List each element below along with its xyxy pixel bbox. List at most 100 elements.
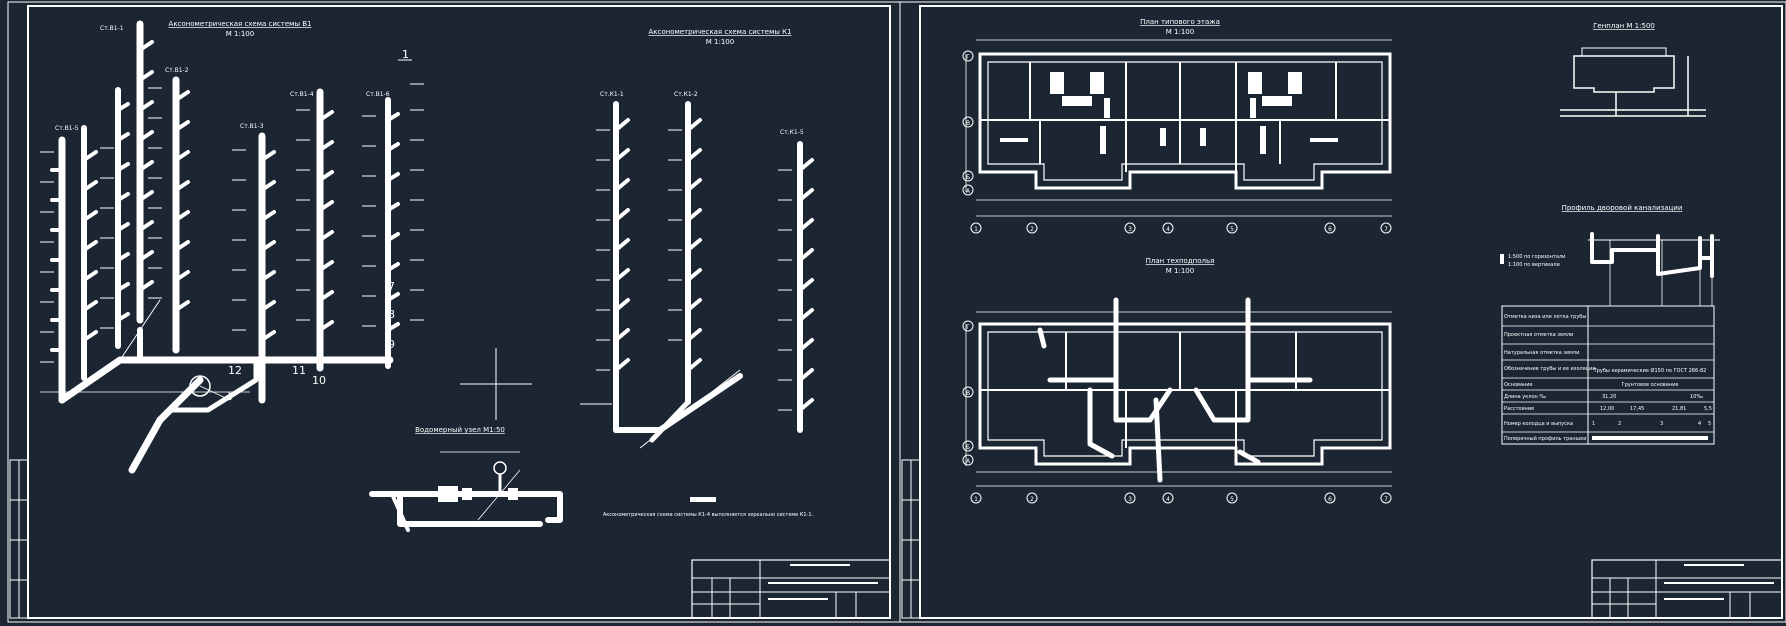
svg-text:4: 4 <box>1166 496 1170 503</box>
sheet2-outer-border <box>899 1 1786 623</box>
b1-riser-group: Ст.В1-5 Ст.В1-1 Ст.В1-2 Ст.В1-3 Ст.В1-4 … <box>40 20 424 474</box>
table-row-label: Отметка низа или лотка трубы <box>1504 314 1586 320</box>
sheet2-margin-stamp <box>901 459 921 619</box>
profile-sewer: Профиль дворовой канализации 1:500 по го… <box>1500 204 1720 445</box>
well-number: 2 <box>1618 421 1621 427</box>
trench-profile-bar <box>1592 436 1708 440</box>
floor-branches <box>50 40 400 352</box>
svg-text:А: А <box>966 188 971 195</box>
svg-text:7: 7 <box>1384 226 1388 233</box>
svg-text:В: В <box>966 390 970 397</box>
water-meter-node: Водомерный узел М1:50 <box>369 426 563 532</box>
riser-label: Ст.В1-1 <box>100 25 124 32</box>
node-label: 9 <box>388 338 395 351</box>
riser-label: Ст.В1-2 <box>165 67 189 74</box>
profile-table <box>1501 305 1715 445</box>
sanitary-fixtures <box>1000 72 1338 154</box>
elevation-marks <box>596 129 792 411</box>
sheet1-frame <box>27 5 891 619</box>
note-heading-mark <box>690 497 716 502</box>
node-label: 8 <box>388 308 395 321</box>
dimension-lines <box>965 39 1392 217</box>
svg-text:5: 5 <box>1230 496 1234 503</box>
scale-plan-basement: М 1:100 <box>1166 267 1194 275</box>
plan-basement: План техподполья М 1:100 <box>962 257 1392 504</box>
main-distribution-pipe <box>58 356 394 404</box>
note-text: Аксонометрическая схема системы К1-4 вып… <box>603 512 814 518</box>
svg-text:4: 4 <box>1166 226 1170 233</box>
svg-text:3: 3 <box>1128 496 1132 503</box>
sheet1-title-block <box>691 559 891 619</box>
riser-label: Ст.В1-4 <box>290 91 314 98</box>
plan-typical-floor: План типового этажа М 1:100 <box>962 18 1392 234</box>
title-profile: Профиль дворовой канализации <box>1562 204 1683 212</box>
riser-label: Ст.К1-5 <box>780 129 804 136</box>
svg-text:6: 6 <box>1328 496 1332 503</box>
sheet-2: План типового этажа М 1:100 <box>899 1 1786 623</box>
svg-text:Г: Г <box>966 324 970 331</box>
table-row-label: Натуральная отметка земли <box>1504 350 1579 356</box>
table-row-label: Проектная отметка земли <box>1504 332 1573 338</box>
table-row-label: Номер колодца и выпуска <box>1504 421 1573 427</box>
k1-riser-group: Ст.К1-1 Ст.К1-2 Ст.К1-5 <box>580 91 814 449</box>
svg-text:Б: Б <box>966 174 970 181</box>
genplan: Генплан М 1:500 <box>1560 22 1706 117</box>
well-number: 3 <box>1660 421 1663 427</box>
svg-text:Б: Б <box>966 444 970 451</box>
title-plan-typical: План типового этажа <box>1140 18 1220 26</box>
table-row-label: Основание <box>1504 382 1533 388</box>
inlet-pipe <box>128 376 204 474</box>
well-number: 4 <box>1698 421 1701 427</box>
svg-text:5: 5 <box>1230 226 1234 233</box>
gauge-icon <box>493 461 507 475</box>
title-node: Водомерный узел М1:50 <box>415 426 505 434</box>
sheet2-frame <box>919 5 1783 619</box>
svg-text:1: 1 <box>974 496 978 503</box>
valve-icon <box>462 488 472 500</box>
elevation-marks <box>40 59 424 363</box>
node-label: 7 <box>388 280 395 293</box>
distance-value: 17,45 <box>1630 406 1644 412</box>
distance-value: 21,81 <box>1672 406 1686 412</box>
svg-text:7: 7 <box>1384 496 1388 503</box>
well-number: 1 <box>1592 421 1595 427</box>
basement-pipes <box>1037 297 1313 483</box>
profile-scale-h: 1:500 по горизонтали <box>1508 254 1565 260</box>
node-label: У <box>228 390 235 403</box>
title-plan-basement: План техподполья <box>1146 257 1215 265</box>
scale-k1: М 1:100 <box>706 38 734 46</box>
riser-label: Ст.К1-1 <box>600 91 624 98</box>
table-row-label: Расстояние <box>1504 406 1534 412</box>
riser-label: Ст.В1-6 <box>366 91 390 98</box>
profile-scale-v: 1:100 по вертикали <box>1508 262 1560 268</box>
node-callout-circle <box>189 375 211 397</box>
svg-text:2: 2 <box>1030 226 1034 233</box>
table-row-label: Обозначение трубы и ее изоляции <box>1504 366 1596 372</box>
scale-plan-typical: М 1:100 <box>1166 28 1194 36</box>
svg-text:3: 3 <box>1128 226 1132 233</box>
sheet1-margin-stamp <box>9 459 29 619</box>
slope-value: 10‰ <box>1690 394 1703 400</box>
sheet-1: Аксонометрическая схема системы В1 М 1:1… <box>7 1 901 623</box>
axis-markers: Г В Б А 1 2 3 4 5 6 7 <box>962 50 1392 234</box>
inlet-branch <box>169 357 259 413</box>
node-label: 10 <box>312 374 326 387</box>
crosshair-cursor-icon <box>460 348 532 420</box>
title-genplan: Генплан М 1:500 <box>1593 22 1655 30</box>
svg-text:6: 6 <box>1328 226 1332 233</box>
svg-text:2: 2 <box>1030 496 1034 503</box>
distance-value: 12,00 <box>1600 406 1614 412</box>
table-row-label: Длина уклон ‰ <box>1504 394 1546 400</box>
meter-icon <box>438 486 458 502</box>
length-value: 31,20 <box>1602 394 1616 400</box>
axis-markers: Г В Б А 1 2 3 4 5 6 7 <box>962 320 1392 504</box>
pipe-spec: Трубы керамические Ø150 по ГОСТ 286-82 <box>1593 367 1707 374</box>
node-label: 11 <box>292 364 306 377</box>
svg-text:Г: Г <box>966 54 970 61</box>
riser-label: Ст.В1-3 <box>240 123 264 130</box>
svg-text:В: В <box>966 120 970 127</box>
distance-value: 5,5 <box>1704 406 1712 412</box>
svg-text:А: А <box>966 458 971 465</box>
sheet2-title-block <box>1591 559 1783 619</box>
